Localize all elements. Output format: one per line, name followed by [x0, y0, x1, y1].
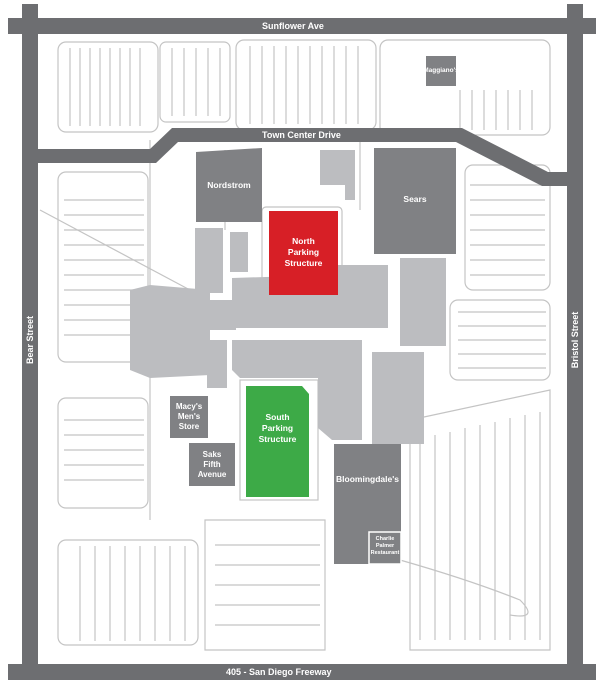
lot-south-center-stalls — [215, 544, 320, 626]
maggianos-building — [426, 56, 456, 86]
lot-west-diagonal — [39, 209, 191, 291]
bear-street-road — [22, 4, 38, 676]
lot-southwest-stalls — [79, 546, 186, 641]
south-parking-label: South Parking Structure — [246, 412, 309, 445]
town-center-drive-label: Town Center Drive — [262, 130, 341, 140]
charlie-line1: Charlie — [375, 536, 395, 542]
lot-west-lower — [57, 397, 149, 509]
lot-southeast-stalls — [419, 412, 541, 640]
mall-southeast-wing — [372, 352, 424, 444]
nordstrom-building — [196, 148, 262, 222]
macys-mens-label: Macy's Men's Store — [168, 402, 210, 432]
lot-northwest-stalls — [69, 48, 141, 126]
freeway-label: 405 - San Diego Freeway — [226, 667, 332, 677]
mall-center-link — [210, 300, 236, 330]
sunflower-ave-road — [8, 18, 596, 34]
lot-east-upper-stalls — [470, 184, 545, 276]
charlie-line3: Restaurant — [370, 550, 400, 556]
south-parking-structure — [246, 386, 309, 497]
lot-east-middle-stalls — [458, 311, 546, 369]
saks-line1: Saks — [202, 450, 222, 459]
mall-corridor-north — [230, 232, 248, 272]
lot-east-middle — [449, 299, 551, 381]
lot-west-lower-stalls — [64, 419, 144, 481]
mall-center-west — [207, 340, 227, 388]
macys-line1: Macy's — [175, 402, 203, 411]
mall-annex-north — [320, 150, 355, 200]
mall-corridor-nw — [195, 228, 223, 293]
lot-northwest — [57, 41, 159, 133]
lot-northeast — [379, 39, 551, 136]
north-parking-line1: North — [292, 236, 315, 246]
lot-south-center — [204, 519, 326, 651]
lot-southeast — [409, 389, 551, 651]
north-parking-line3: Structure — [284, 258, 323, 268]
macys-mens-building — [170, 396, 208, 438]
charlie-line2: Palmer — [375, 543, 395, 549]
freeway-road — [8, 664, 596, 680]
lot-north-mid-stalls — [249, 46, 359, 124]
charlie-palmer-building — [368, 531, 402, 565]
nordstrom-label: Nordstrom — [207, 180, 251, 190]
north-parking-label: North Parking Structure — [269, 236, 338, 269]
bear-street-label: Bear Street — [25, 315, 35, 365]
saks-building — [189, 443, 235, 486]
lot-northeast-stalls — [459, 90, 533, 130]
lot-southeast-curve — [399, 559, 529, 617]
south-parking-line1: South — [265, 412, 290, 422]
north-parking-structure — [269, 211, 338, 295]
lot-west-upper-stalls — [64, 199, 144, 336]
lot-north-mid — [235, 39, 377, 131]
bristol-street-label: Bristol Street — [570, 311, 580, 369]
lot-southwest — [57, 539, 199, 646]
town-center-drive-road — [38, 128, 567, 186]
mall-center-wing — [232, 340, 362, 440]
roads — [8, 4, 596, 680]
saks-line3: Avenue — [197, 470, 227, 479]
saks-label: Saks Fifth Avenue — [189, 450, 235, 480]
charlie-palmer-label: Charlie Palmer Restaurant — [369, 536, 401, 557]
sears-building — [374, 148, 456, 254]
macys-line2: Men's — [177, 412, 201, 421]
south-parking-line2: Parking — [261, 423, 294, 433]
lot-north-center — [159, 41, 231, 123]
macys-line3: Store — [178, 422, 200, 431]
bloomingdales-label: Bloomingdale's — [336, 474, 399, 484]
saks-line2: Fifth — [203, 460, 221, 469]
mall-west-wing — [130, 285, 210, 378]
maggianos-label: Maggiano's — [423, 67, 459, 74]
north-parking-line2: Parking — [287, 247, 320, 257]
sunflower-ave-label: Sunflower Ave — [262, 21, 324, 31]
south-parking-line3: Structure — [258, 434, 297, 444]
lot-north-center-stalls — [171, 48, 221, 116]
lot-east-upper — [464, 164, 551, 291]
bristol-street-road — [567, 4, 583, 676]
south-structure-outline — [239, 379, 319, 501]
mall-east-wing — [400, 258, 446, 346]
sears-label: Sears — [403, 194, 427, 204]
